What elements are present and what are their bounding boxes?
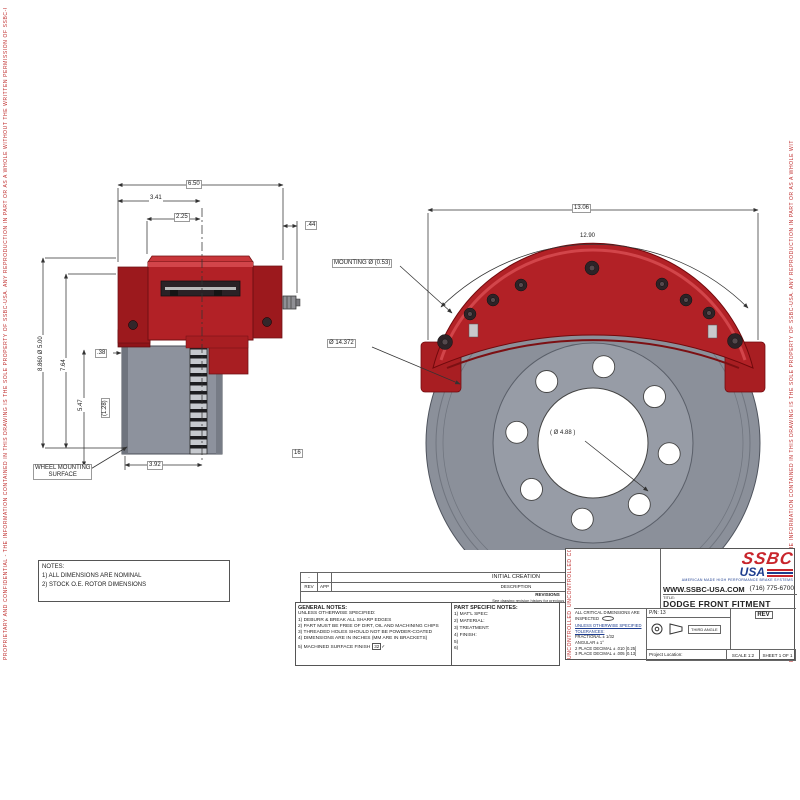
rotor-side-section bbox=[121, 345, 223, 455]
left-edge-proprietary-notice: PROPRIETARY AND CONFIDENTIAL - THE INFOR… bbox=[3, 8, 9, 660]
tolerance-1: FRACTIONAL ± 1/32 bbox=[575, 634, 615, 640]
side-view-drawing bbox=[40, 182, 301, 471]
notes-item-2: 2) STOCK O.E. ROTOR DIMENSIONS bbox=[42, 582, 147, 588]
caliper-bolt-icon bbox=[262, 317, 272, 327]
controlled-copy-notice: UNCONTROLLED COPY IF PRINTED bbox=[567, 550, 573, 607]
sheet-cell: SHEET 1 OF 1 bbox=[759, 649, 796, 661]
scale-cell: SCALE 1:2 bbox=[726, 649, 760, 661]
logo-ssbc-text: SSBC bbox=[740, 549, 795, 568]
dim-mid-width: 3.41 bbox=[149, 195, 163, 202]
center-bore bbox=[537, 387, 649, 499]
notes-box: NOTES: 1) ALL DIMENSIONS ARE NOMINAL 2) … bbox=[38, 560, 230, 602]
wheel-mounting-line1: WHEEL MOUNTING bbox=[35, 465, 91, 471]
dim-rotor-thickness: (1.28) bbox=[101, 398, 110, 418]
surface-finish-flag: 16 bbox=[292, 449, 303, 458]
tolerance-title: UNLESS OTHERWISE SPECIFIED TOLERANCES: bbox=[575, 623, 642, 634]
dim-overall-diameter: 13.06 bbox=[572, 204, 592, 213]
general-note-2: 2) PART MUST BE FREE OF DIRT, OIL AND MA… bbox=[298, 623, 439, 629]
drawing-title: DODGE FRONT FITMENT bbox=[663, 599, 771, 609]
dim-overall-width: 6.50 bbox=[186, 180, 202, 189]
caliper-bolts bbox=[437, 260, 743, 350]
part-note-4: 4) FINISH: bbox=[454, 632, 477, 638]
title-block: UNCONTROLLED COPY IF PRINTED UNCONTROLLE… bbox=[565, 548, 797, 661]
general-note-1: 1) DEBURR & BREAK ALL SHARP EDGES bbox=[298, 617, 392, 623]
dim-height-outer: 8.860 Ø 5.00 bbox=[38, 335, 45, 372]
wheel-mounting-surface-label: WHEEL MOUNTING SURFACE bbox=[33, 464, 93, 480]
inspect-note: ALL CRITICAL DIMENSIONS ARE INSPECTED bbox=[575, 610, 645, 621]
general-note-5-text: 5) MACHINED SURFACE FINISH bbox=[298, 644, 371, 650]
tolerance-2: ANGULAR ± 1° bbox=[575, 639, 604, 645]
label-center-bore: ( Ø 4.88 ) bbox=[549, 430, 577, 437]
bleeder-screw bbox=[282, 295, 301, 310]
wheel-stud-holes bbox=[505, 355, 681, 531]
notes-title: NOTES: bbox=[42, 564, 65, 570]
caliper-bolt-icon bbox=[128, 320, 138, 330]
rev-label: REV bbox=[754, 611, 773, 619]
finish-value-box: 32 bbox=[372, 642, 382, 650]
part-note-6: 6) bbox=[454, 646, 459, 652]
dim-offset: .44 bbox=[305, 221, 318, 230]
project-location-cell: Project Location: bbox=[646, 649, 727, 661]
front-view-dimension-lines bbox=[371, 207, 759, 492]
revision-caption: REVISIONS bbox=[535, 592, 560, 597]
website: WWW.SSBC-USA.COM bbox=[663, 585, 745, 594]
logo-title-area: SSBC USA AMERICAN MADE HIGH PERFORMANCE … bbox=[660, 549, 797, 609]
revision-caption-sub: See drawing revision history for previou… bbox=[492, 597, 603, 603]
tolerance-3: 2 PLACE DECIMAL ± .010 [0.25] bbox=[575, 645, 637, 651]
general-notes-title: GENERAL NOTES: bbox=[298, 605, 348, 611]
projection-label: THIRD ANGLE bbox=[688, 624, 721, 634]
notes-item-1: 1) ALL DIMENSIONS ARE NOMINAL bbox=[42, 573, 142, 579]
rev-cell: REV bbox=[731, 608, 796, 649]
dim-arc-length: 12.90 bbox=[579, 233, 597, 240]
general-note-4: 4) DIMENSIONS ARE IN INCHES (MM ARE IN B… bbox=[298, 636, 428, 642]
part-number: P/N: 13 bbox=[647, 609, 730, 618]
dim-bottom-width: 3.92 bbox=[147, 461, 163, 470]
controlled-copy-notice-2: UNCONTROLLED COPY IF PRINTED bbox=[567, 609, 574, 659]
projection-cell: P/N: 13 THIRD ANGLE bbox=[646, 608, 731, 649]
dim-hat-height: 5.47 bbox=[78, 398, 85, 412]
part-note-3: 3) TREATMENT: bbox=[454, 625, 490, 631]
part-note-5: 5) bbox=[454, 639, 459, 645]
general-note-0: UNLESS OTHERWISE SPECIFIED: bbox=[298, 611, 376, 617]
dim-height-inner: 7.64 bbox=[61, 358, 68, 372]
rotor-front bbox=[425, 275, 761, 550]
notes-block: GENERAL NOTES: UNLESS OTHERWISE SPECIFIE… bbox=[295, 602, 560, 666]
general-note-3: 3) THREADED HOLES SHOULD NOT BE POWDER-C… bbox=[298, 630, 433, 636]
ssbc-usa-logo: SSBC USA AMERICAN MADE HIGH PERFORMANCE … bbox=[681, 549, 795, 582]
logo-stripes-icon bbox=[767, 568, 793, 578]
inspect-oval-icon bbox=[601, 615, 614, 621]
third-angle-projection-icon bbox=[651, 623, 683, 635]
inspect-note-text: ALL CRITICAL DIMENSIONS ARE INSPECTED bbox=[575, 610, 640, 621]
part-note-2: 2) MATERIAL: bbox=[454, 618, 485, 624]
logo-tagline: AMERICAN MADE HIGH PERFORMANCE BRAKE SYS… bbox=[681, 578, 793, 582]
notes-divider bbox=[451, 603, 452, 665]
label-outer-diameter: Ø 14.372 bbox=[327, 339, 356, 348]
label-mounting-hole: MOUNTING Ø (0.53) bbox=[332, 259, 393, 268]
general-notes: GENERAL NOTES: UNLESS OTHERWISE SPECIFIE… bbox=[298, 605, 448, 651]
caliper-side-body bbox=[117, 255, 301, 375]
finish-check-icon: ✓ bbox=[381, 644, 386, 650]
dim-gap: .38 bbox=[95, 349, 108, 358]
front-view-drawing bbox=[371, 207, 766, 550]
part-note-1: 1) MAT'L SPEC: bbox=[454, 611, 489, 617]
tolerance-4: 3 PLACE DECIMAL ± .005 [0.13] bbox=[575, 651, 637, 657]
dim-inner-width: 2.25 bbox=[174, 213, 190, 222]
phone-number: (716) 775-6700 bbox=[749, 585, 794, 592]
wheel-mounting-line2: SURFACE bbox=[48, 472, 77, 478]
logo-usa-text: USA bbox=[739, 565, 765, 579]
part-specific-notes: PART SPECIFIC NOTES: 1) MAT'L SPEC: 2) M… bbox=[454, 605, 558, 653]
tolerance-block: ALL CRITICAL DIMENSIONS ARE INSPECTED UN… bbox=[574, 608, 646, 661]
part-notes-title: PART SPECIFIC NOTES: bbox=[454, 605, 518, 611]
title-label: TITLE: bbox=[663, 594, 797, 600]
